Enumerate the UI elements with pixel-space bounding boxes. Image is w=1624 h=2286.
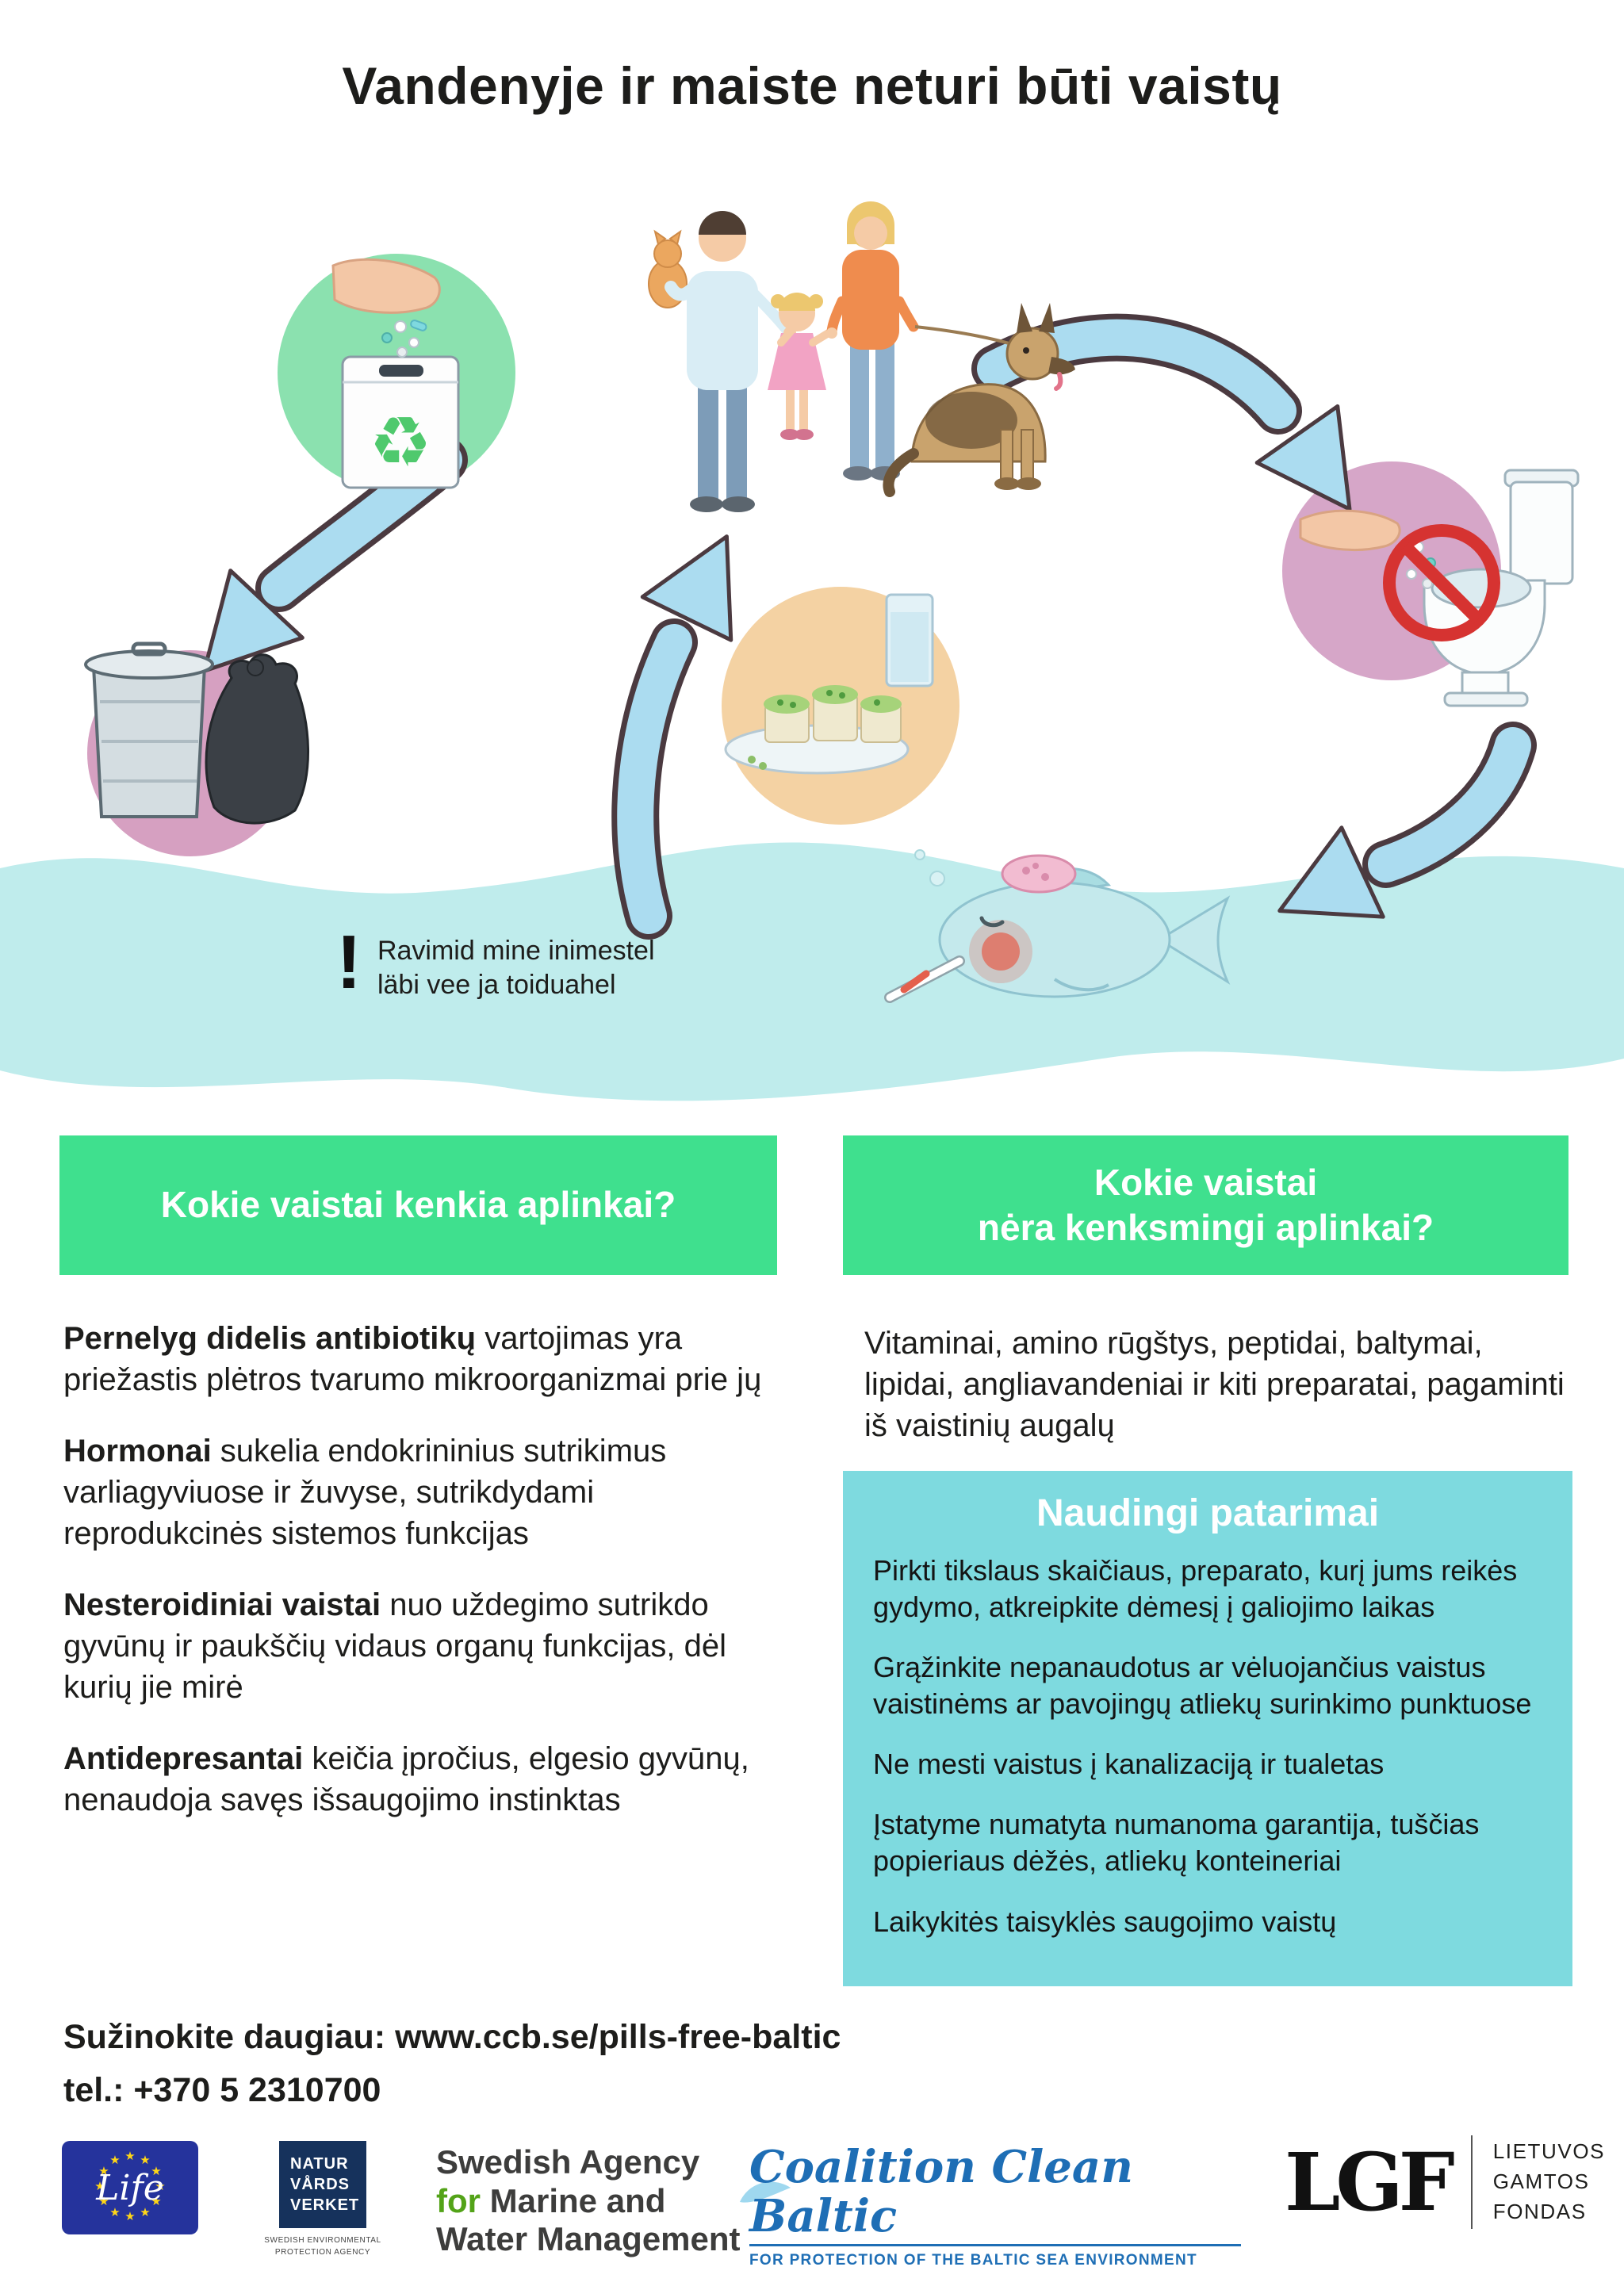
naturvardsverket-mark: NATUR VÅRDS VERKET [279, 2141, 366, 2228]
svg-text:★: ★ [94, 2180, 105, 2193]
harmful-medicines-list: Pernelyg didelis antibiotikų vartojimas … [63, 1318, 789, 1851]
swam-line2-rest: Marine and [481, 2181, 666, 2219]
naturvardsverket-subtitle: SWEDISH ENVIRONMENTAL PROTECTION AGENCY [255, 2234, 390, 2258]
lgf-line1: LIETUVOS [1492, 2139, 1606, 2164]
ccb-wave-icon [740, 2181, 791, 2203]
canape-2 [812, 685, 858, 741]
safe-medicines-intro: Vitaminai, amino rūgštys, peptidai, balt… [864, 1326, 1565, 1443]
paragraph-nsaids-text: nuo uždegimo sutrikdo gyvūnų ir paukščių… [63, 1587, 727, 1705]
svg-text:★: ★ [98, 2195, 109, 2208]
family-group [648, 201, 1075, 512]
arrow-toilet-to-water [1277, 722, 1537, 919]
lgf-divider [1470, 2135, 1473, 2229]
recycle-icon: ♻ [370, 403, 432, 481]
nv-sub2: PROTECTION AGENCY [274, 2248, 371, 2257]
paragraph-antidepressants: Antidepresantai keičia įpročius, elgesio… [63, 1738, 789, 1821]
paragraph-hormones-text: sukelia endokrininius sutrikimus varliag… [63, 1434, 667, 1551]
ccb-name: Coalition Clean Baltic [749, 2141, 1133, 2242]
paragraph-antidepressants-lead: Antidepresantai [63, 1741, 304, 1776]
lgf-text: LIETUVOS GAMTOS FONDAS [1493, 2137, 1605, 2227]
warning-note: ! Ravimid mine inimestel läbi vee ja toi… [336, 920, 655, 1005]
sick-fish [884, 849, 1231, 1003]
swam-line1: Swedish Agency [436, 2143, 700, 2181]
swam-line3: Water Management [436, 2220, 741, 2258]
swam-line2: for Marine and [436, 2182, 741, 2221]
paragraph-antibiotics: Pernelyg didelis antibiotikų vartojimas … [63, 1318, 789, 1400]
mother-figure [826, 201, 919, 481]
dog-figure [883, 303, 1075, 497]
safe-medicines-header-line2: nėra kenksmingi aplinkai? [977, 1207, 1434, 1248]
svg-text:★: ★ [140, 2206, 150, 2219]
paragraph-nsaids-lead: Nesteroidiniai vaistai [63, 1587, 381, 1622]
exclamation-icon: ! [336, 920, 362, 1005]
svg-text:★: ★ [151, 2165, 161, 2178]
paragraph-hormones: Hormonai sukelia endokrininius sutrikimu… [63, 1430, 789, 1554]
harmful-medicines-header-text: Kokie vaistai kenkia aplinkai? [160, 1184, 676, 1226]
eu-life-label: Life [95, 2168, 164, 2208]
nv-line3: VERKET [290, 2196, 360, 2214]
paragraph-antibiotics-lead: Pernelyg didelis antibiotikų [63, 1321, 477, 1356]
ccb-subtitle: FOR PROTECTION OF THE BALTIC SEA ENVIRON… [749, 2244, 1241, 2269]
tip-item-2: Grąžinkite nepanaudotus ar vėluojančius … [873, 1651, 1532, 1721]
daughter-figure [768, 293, 835, 440]
paragraph-nsaids: Nesteroidiniai vaistai nuo uždegimo sutr… [63, 1584, 789, 1708]
cycle-illustration: ♻ [0, 119, 1624, 1150]
eu-life-logo-svg: ★★★ ★★★ ★★★ ★★★ Life [62, 2141, 198, 2234]
lgf-line3: FONDAS [1492, 2199, 1587, 2223]
safe-medicines-header-line1: Kokie vaistai [1094, 1161, 1318, 1203]
tip-item-3: Ne mesti vaistus į kanalizaciją ir tuale… [873, 1748, 1385, 1781]
eu-stars: ★★★ ★★★ ★★★ ★★★ [94, 2150, 165, 2223]
tips-header: Naudingi patarimai [1036, 1492, 1380, 1534]
swam-logo: Swedish Agency for Marine and Water Mana… [436, 2143, 741, 2259]
svg-text:★: ★ [151, 2195, 161, 2208]
cycle-illustration-svg: ♻ [0, 201, 1624, 1101]
trash-bag [205, 653, 309, 825]
tip-item-1: Pirkti tikslaus skaičiaus, preparato, ku… [873, 1554, 1518, 1624]
food-and-water [724, 593, 934, 775]
svg-text:★: ★ [109, 2154, 120, 2167]
eu-life-logo: ★★★ ★★★ ★★★ ★★★ Life [62, 2141, 198, 2238]
paragraph-antibiotics-text: vartojimas yra priežastis plėtros tvarum… [63, 1321, 762, 1397]
canape-1 [764, 695, 810, 743]
paragraph-hormones-lead: Hormonai [63, 1434, 212, 1468]
harmful-medicines-header: Kokie vaistai kenkia aplinkai? [59, 1135, 777, 1275]
tip-item-5: Laikykitės taisyklės saugojimo vaistų [873, 1905, 1337, 1938]
safe-medicines-header: Kokie vaistai nėra kenksmingi aplinkai? [843, 1135, 1568, 1275]
nv-line2: VÅRDS [290, 2176, 350, 2193]
tip-item-4: Įstatyme numatyta numanoma garantija, tu… [873, 1808, 1480, 1878]
warning-note-text: Ravimid mine inimestel läbi vee ja toidu… [377, 929, 655, 1001]
warning-note-line2: läbi vee ja toiduahel [377, 969, 616, 1000]
ccb-logo: Coalition Clean Baltic FOR PROTECTION OF… [740, 2141, 1241, 2269]
lgf-monogram: LGF [1285, 2135, 1455, 2229]
prohibition-icon [1383, 524, 1500, 641]
arrow-water-to-family [611, 534, 733, 940]
canape-3 [860, 695, 902, 743]
father-figure [665, 211, 796, 512]
phone-line: tel.: +370 5 2310700 [63, 2071, 381, 2109]
paragraph-antidepressants-text: keičia įpročius, elgesio gyvūnų, nenaudo… [63, 1741, 749, 1817]
tips-box: Naudingi patarimai Pirkti tikslaus skaič… [843, 1471, 1572, 1986]
hand-dropping-pills-bin [331, 258, 441, 358]
svg-text:★: ★ [124, 2210, 135, 2223]
svg-text:★: ★ [124, 2150, 135, 2163]
svg-text:★: ★ [140, 2154, 150, 2167]
recycle-bin: ♻ [341, 355, 460, 489]
svg-text:★: ★ [98, 2165, 109, 2178]
lgf-logo: LGF LIETUVOS GAMTOS FONDAS [1285, 2135, 1605, 2229]
warning-note-line1: Ravimid mine inimestel [377, 936, 655, 966]
nv-sub1: SWEDISH ENVIRONMENTAL [264, 2236, 381, 2245]
svg-text:★: ★ [155, 2180, 165, 2193]
swam-for-accent: for [436, 2181, 481, 2219]
trash-can [84, 641, 214, 818]
svg-text:★: ★ [109, 2206, 120, 2219]
page-title: Vandenyje ir maiste neturi būti vaistų [342, 56, 1282, 115]
lgf-line2: GAMTOS [1492, 2169, 1590, 2194]
logos-row: ★★★ ★★★ ★★★ ★★★ Life NATUR VÅRDS VERKET … [0, 2129, 1624, 2272]
naturvardsverket-logo: NATUR VÅRDS VERKET SWEDISH ENVIRONMENTAL… [255, 2141, 390, 2258]
nv-line1: NATUR [290, 2155, 349, 2173]
more-info-line: Sužinokite daugiau: www.ccb.se/pills-fre… [63, 2018, 841, 2056]
